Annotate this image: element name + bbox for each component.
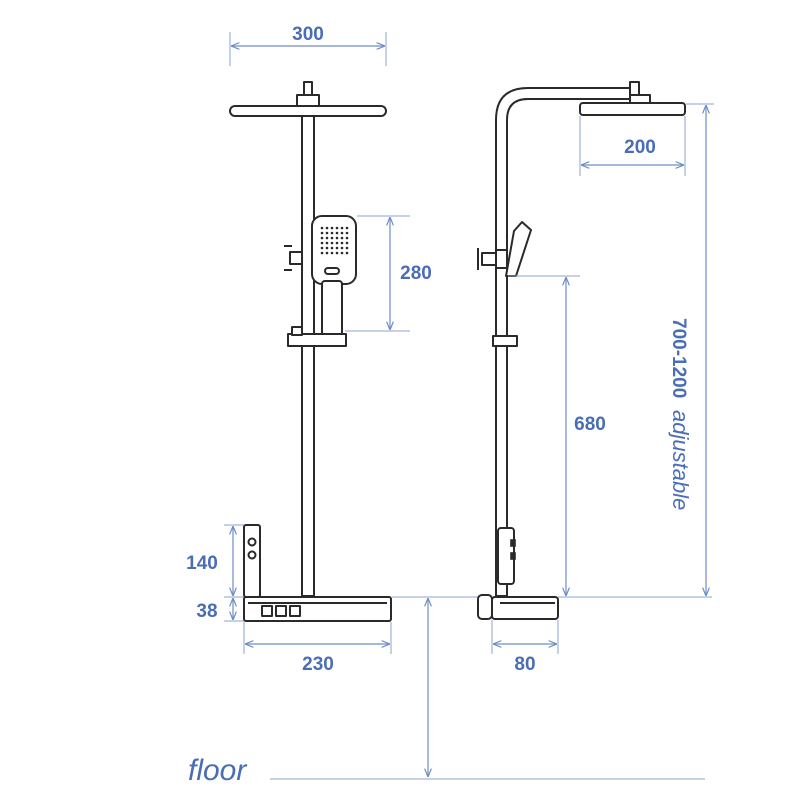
front-slide-holder [287,333,347,347]
adjustable-range-label: 700-1200 [668,318,689,398]
floor-reference: floor [188,754,705,787]
side-handheld-head [505,221,532,277]
side-diverter-knob [481,252,497,266]
front-shelf-slot-3 [289,605,301,617]
side-view: 200 680 700-1200 adjustable 80 [477,81,714,675]
front-shelf-slot-2 [275,605,287,617]
front-valve-button-top [247,537,257,547]
shelf-depth-label: 80 [514,654,535,675]
front-handheld-button [324,267,340,275]
adjustable-word-label: adjustable [668,410,693,510]
shelf-height-label: 38 [196,601,217,622]
side-diverter-body [495,249,508,269]
handheld-height-label: 280 [400,263,432,284]
side-slide-holder [492,335,518,347]
front-slide-clamp [291,326,303,336]
head-width-label: 300 [292,24,324,45]
front-shower-head [229,105,387,117]
front-diverter-knob [289,251,303,265]
front-handheld-nozzles [320,226,349,255]
side-shower-head [579,102,686,116]
front-head-arm-tip [303,81,313,96]
front-mixer-valve [243,524,261,598]
head-depth-label: 200 [624,137,656,158]
slide-height-label: 680 [574,414,606,435]
side-shelf [491,596,559,620]
front-view: 300 280 [186,24,480,777]
side-valve-button-top [510,539,516,547]
front-riser-pipe [301,115,315,597]
side-wall-knob [477,594,493,620]
front-head-connector [296,94,320,107]
front-shelf-slot-1 [261,605,273,617]
side-head-connector [629,94,651,104]
floor-label: floor [188,754,247,787]
side-valve-button-bottom [510,552,516,560]
front-valve-button-bottom [247,550,257,560]
front-handheld-handle [321,280,343,340]
shelf-width-label: 230 [302,654,334,675]
valve-height-label: 140 [186,553,218,574]
